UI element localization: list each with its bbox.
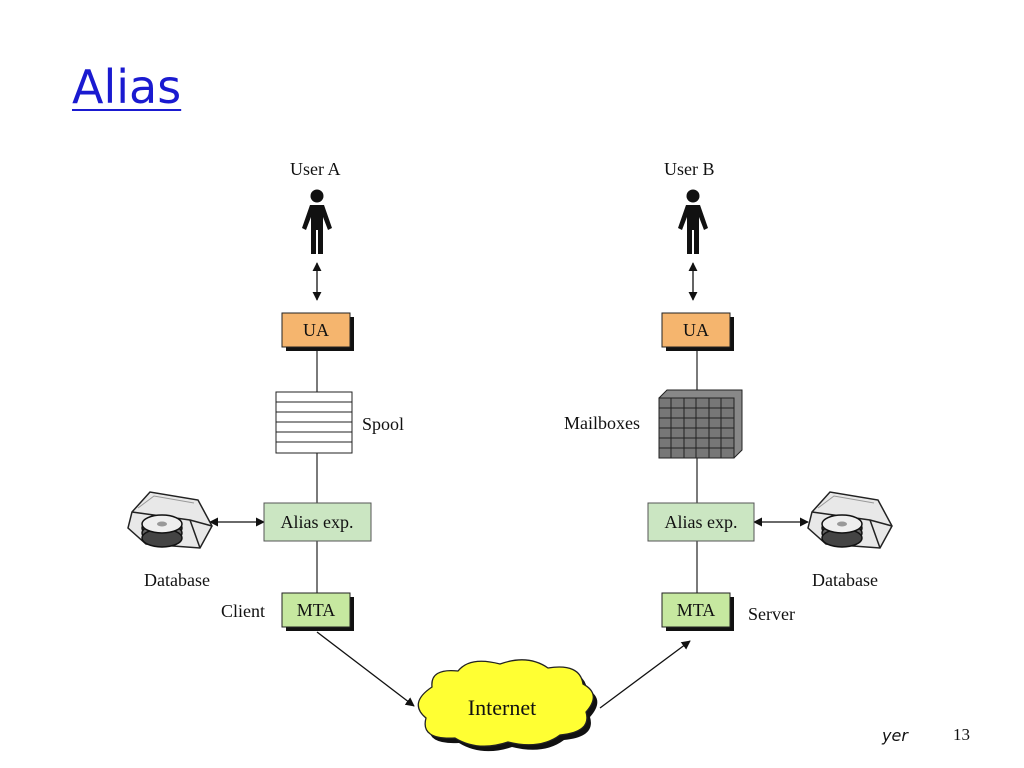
footer-text: yer bbox=[882, 726, 908, 745]
user-b-icon bbox=[678, 189, 708, 254]
server-label: Server bbox=[748, 604, 795, 624]
user-b-label: User B bbox=[664, 159, 715, 179]
mta-label-right: MTA bbox=[677, 600, 716, 620]
ua-label-right: UA bbox=[683, 320, 709, 340]
client-label: Client bbox=[221, 601, 265, 621]
slide-title: Alias bbox=[72, 60, 182, 114]
internet-label: Internet bbox=[468, 695, 536, 720]
spool-icon bbox=[275, 391, 353, 454]
ua-box-right: UA bbox=[661, 312, 734, 351]
user-a-label: User A bbox=[290, 159, 341, 179]
database-icon-right bbox=[807, 491, 893, 549]
page-number: 13 bbox=[953, 725, 970, 744]
mailboxes-label: Mailboxes bbox=[564, 413, 640, 433]
mta-label-left: MTA bbox=[297, 600, 336, 620]
connector-lines bbox=[316, 350, 698, 593]
mta-box-right: MTA bbox=[661, 592, 734, 631]
alias-label-right: Alias exp. bbox=[665, 512, 738, 532]
alias-box-right: Alias exp. bbox=[647, 502, 755, 542]
arrow-mta-internet bbox=[316, 631, 415, 707]
internet-cloud: Internet bbox=[417, 659, 598, 752]
user-a-icon bbox=[302, 189, 332, 254]
arrows bbox=[209, 262, 809, 709]
alias-box-left: Alias exp. bbox=[263, 502, 372, 542]
database-icon-left bbox=[127, 491, 213, 549]
arrow-internet-mta bbox=[599, 640, 691, 709]
alias-label-left: Alias exp. bbox=[281, 512, 354, 532]
mta-box-left: MTA bbox=[281, 592, 354, 631]
database-label-right: Database bbox=[812, 570, 878, 590]
spool-label: Spool bbox=[362, 414, 404, 434]
mailboxes-icon bbox=[658, 389, 743, 459]
ua-label-left: UA bbox=[303, 320, 329, 340]
ua-box-left: UA bbox=[281, 312, 354, 351]
database-label-left: Database bbox=[144, 570, 210, 590]
